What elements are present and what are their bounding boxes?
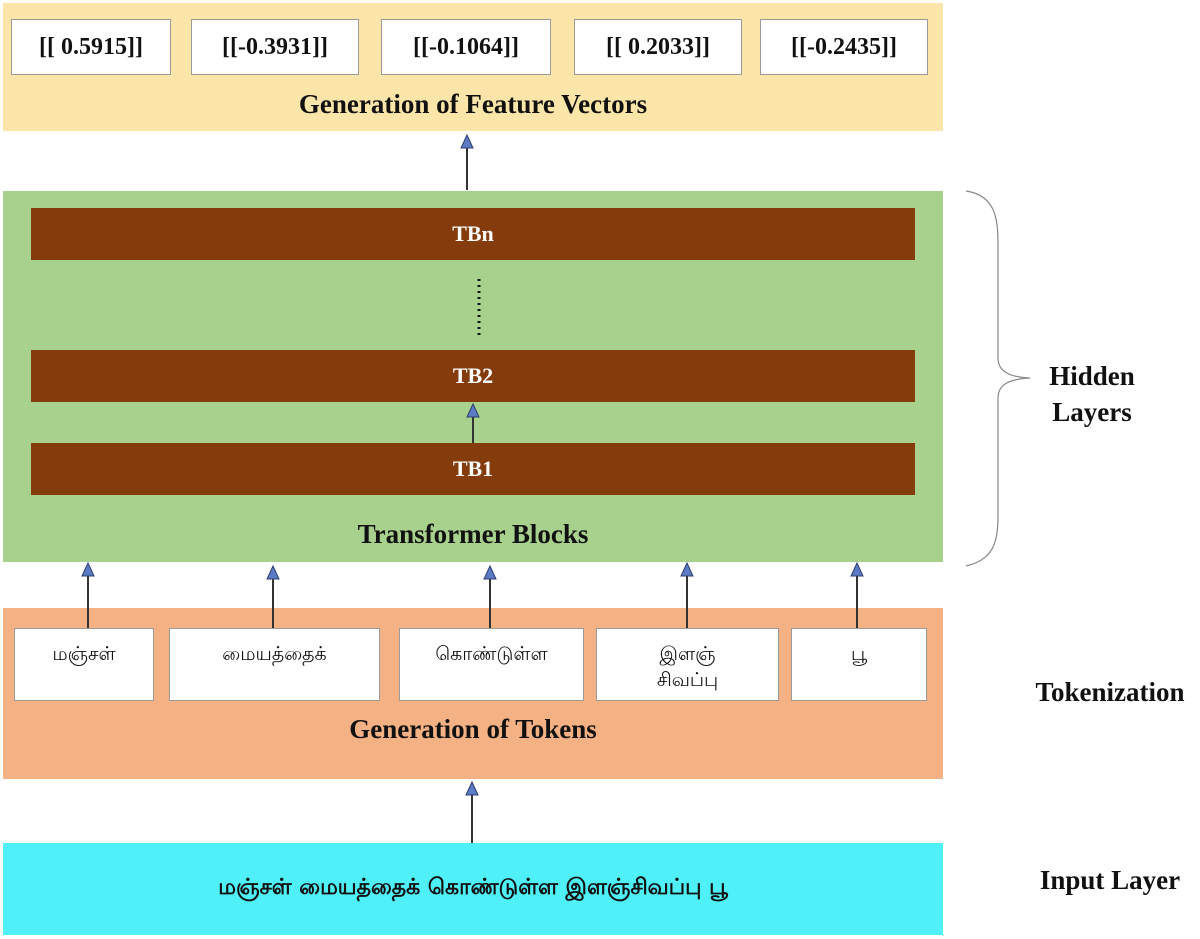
feature-vector-2-value: [[-0.3931]]: [222, 33, 328, 60]
feature-vector-5: [[-0.2435]]: [760, 19, 928, 75]
transformer-blocks-panel: TBn TB2 TB1 Transformer Blocks: [3, 191, 943, 562]
token-1: மஞ்சள்: [14, 628, 154, 701]
tokenization-label: Tokenization: [1035, 677, 1185, 707]
arrow-token-3: [483, 564, 497, 628]
transformer-block-n-label: TBn: [452, 221, 494, 246]
transformer-panel-title: Transformer Blocks: [357, 519, 589, 549]
token-2: மையத்தைக்: [169, 628, 380, 701]
feature-vector-4-value: [[ 0.2033]]: [606, 33, 710, 60]
hidden-layers-label: Hidden Layers: [1012, 358, 1172, 430]
transformer-block-2-label: TB2: [452, 363, 494, 388]
arrow-token-4: [680, 561, 694, 628]
token-1-text: மஞ்சள்: [52, 643, 116, 665]
feature-vector-1: [[ 0.5915]]: [11, 19, 171, 75]
feature-vector-1-value: [[ 0.5915]]: [39, 33, 143, 60]
token-2-text: மையத்தைக்: [222, 643, 327, 665]
feature-vector-3: [[-0.1064]]: [381, 19, 551, 75]
transformer-block-2: TB2: [31, 350, 915, 402]
feature-vector-3-value: [[-0.1064]]: [413, 33, 519, 60]
input-layer-label: Input Layer: [1039, 865, 1181, 895]
input-sentence: மஞ்சள் மையத்தைக் கொண்டுள்ள இளஞ்சிவப்பு ப…: [218, 875, 728, 900]
hidden-layers-brace: [965, 190, 1031, 567]
feature-panel-title: Generation of Feature Vectors: [298, 89, 648, 119]
transformer-block-n: TBn: [31, 208, 915, 260]
arrow-token-2: [266, 564, 280, 628]
token-3-text: கொண்டுள்ள: [435, 643, 548, 665]
token-panel-title: Generation of Tokens: [349, 714, 597, 744]
transformer-block-1-label: TB1: [452, 456, 494, 481]
hidden-layers-text: Hidden Layers: [1049, 361, 1135, 427]
token-5: பூ: [791, 628, 927, 701]
token-5-text: பூ: [850, 643, 868, 665]
feature-vector-4: [[ 0.2033]]: [574, 19, 742, 75]
tokens-panel: மஞ்சள் மையத்தைக் கொண்டுள்ள இளஞ் சிவப்பு …: [3, 608, 943, 779]
feature-vector-5-value: [[-0.2435]]: [791, 33, 897, 60]
arrow-transformer-to-features: [460, 133, 474, 190]
arrow-token-5: [850, 561, 864, 628]
feature-vectors-panel: [[ 0.5915]] [[-0.3931]] [[-0.1064]] [[ 0…: [3, 3, 943, 131]
token-4: இளஞ் சிவப்பு: [596, 628, 779, 701]
input-layer-panel: மஞ்சள் மையத்தைக் கொண்டுள்ள இளஞ்சிவப்பு ப…: [3, 843, 943, 935]
feature-vector-2: [[-0.3931]]: [191, 19, 359, 75]
arrow-input-to-tokens: [465, 780, 479, 843]
token-4-text: இளஞ் சிவப்பு: [656, 643, 719, 691]
arrow-tb1-to-tb2: [466, 402, 480, 443]
arrow-token-1: [81, 561, 95, 628]
token-3: கொண்டுள்ள: [399, 628, 584, 701]
transformer-block-1: TB1: [31, 443, 915, 495]
